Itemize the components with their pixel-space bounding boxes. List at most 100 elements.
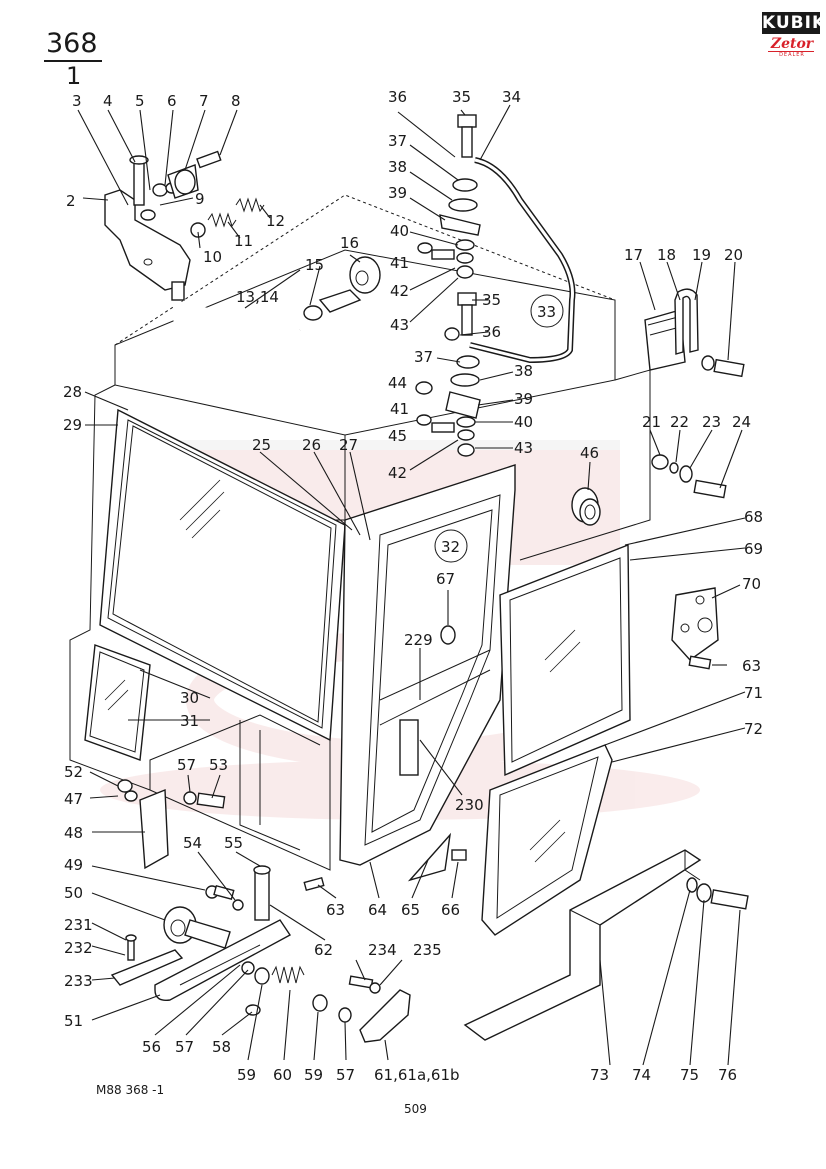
lever-51 (154, 865, 292, 1001)
label-66: 66 (441, 901, 460, 919)
label-30: 30 (180, 689, 199, 707)
page-number-divider (44, 60, 102, 62)
label-230: 230 (455, 796, 484, 814)
label-28: 28 (63, 383, 82, 401)
outer-handle-61 (348, 975, 411, 1043)
label-69: 69 (744, 540, 763, 558)
label-22: 22 (670, 413, 689, 431)
label-74: 74 (632, 1066, 651, 1084)
label-43-lower: 43 (514, 439, 533, 457)
latch-spring-60 (241, 961, 352, 1023)
label-38-upper: 38 (388, 158, 407, 176)
logo-main-text: KUBIK (762, 12, 826, 34)
label-25: 25 (252, 436, 271, 454)
latch-parts-47-53 (117, 779, 226, 870)
label-52: 52 (64, 763, 83, 781)
bushing-67 (440, 625, 456, 645)
label-36-upper: 36 (388, 88, 407, 106)
page-sub-number: 1 (66, 62, 82, 90)
label-7: 7 (199, 92, 209, 110)
hinge-bracket (104, 189, 191, 301)
label-5: 5 (135, 92, 145, 110)
upper-handrail (469, 157, 576, 364)
callout-leader-lines (77, 104, 746, 1066)
label-63-lower: 63 (326, 901, 345, 919)
label-47: 47 (64, 790, 83, 808)
label-34: 34 (502, 88, 521, 106)
label-4: 4 (103, 92, 113, 110)
label-41-lower: 41 (390, 400, 409, 418)
label-31: 31 (180, 712, 199, 730)
label-17: 17 (624, 246, 643, 264)
label-75: 75 (680, 1066, 699, 1084)
label-60: 60 (273, 1066, 292, 1084)
label-232: 232 (64, 939, 93, 957)
padlock-assembly (644, 288, 745, 378)
label-57-upper: 57 (177, 756, 196, 774)
label-20: 20 (724, 246, 743, 264)
label-11: 11 (234, 232, 253, 250)
label-35-upper: 35 (452, 88, 471, 106)
label-21: 21 (642, 413, 661, 431)
sheet-number: 509 (404, 1102, 427, 1116)
hinge-pin-parts (129, 150, 265, 238)
label-35-lower: 35 (482, 291, 501, 309)
label-67: 67 (436, 570, 455, 588)
label-54: 54 (183, 834, 202, 852)
label-50: 50 (64, 884, 83, 902)
label-63-right: 63 (742, 657, 761, 675)
label-42-lower: 42 (388, 464, 407, 482)
label-55: 55 (224, 834, 243, 852)
label-3: 3 (72, 92, 82, 110)
label-18: 18 (657, 246, 676, 264)
logo-sub-text: Zetor (770, 36, 814, 52)
label-36-lower: 36 (482, 323, 501, 341)
door-hinge-70 (671, 587, 719, 670)
circled-callouts (434, 294, 564, 563)
bracket-231-233 (110, 934, 184, 986)
label-48: 48 (64, 824, 83, 842)
label-40-upper: 40 (390, 222, 409, 240)
rear-lower-window (84, 644, 151, 761)
label-44: 44 (388, 374, 407, 392)
label-2: 2 (66, 192, 76, 210)
label-10: 10 (203, 248, 222, 266)
label-37-lower: 37 (414, 348, 433, 366)
screws-62-63 (205, 876, 325, 911)
label-6: 6 (167, 92, 177, 110)
label-59-right: 59 (304, 1066, 323, 1084)
label-32: 32 (441, 538, 460, 556)
bolt-set-21-24 (651, 454, 727, 499)
logo-underline (768, 51, 814, 52)
label-45: 45 (388, 427, 407, 445)
label-68: 68 (744, 508, 763, 526)
label-56: 56 (142, 1038, 161, 1056)
label-76: 76 (718, 1066, 737, 1084)
label-71: 71 (744, 684, 763, 702)
label-57-mid: 57 (175, 1038, 194, 1056)
wedge-plate-65 (407, 832, 467, 882)
label-234: 234 (368, 941, 397, 959)
label-29: 29 (63, 416, 82, 434)
door-frame (339, 464, 516, 866)
label-58: 58 (212, 1038, 231, 1056)
label-62: 62 (314, 941, 333, 959)
label-23: 23 (702, 413, 721, 431)
label-229: 229 (404, 631, 433, 649)
label-15: 15 (305, 256, 324, 274)
label-43-upper: 43 (390, 316, 409, 334)
kubik-zetor-logo: KUBIK Zetor DEALER (762, 12, 826, 60)
page-number: 368 (46, 28, 98, 59)
label-38-lower: 38 (514, 362, 533, 380)
label-42-upper: 42 (390, 282, 409, 300)
side-upper-window (499, 543, 631, 777)
lower-fastener-stack (415, 292, 481, 457)
label-59-left: 59 (237, 1066, 256, 1084)
label-24: 24 (732, 413, 751, 431)
label-39-lower: 39 (514, 390, 533, 408)
label-16: 16 (340, 234, 359, 252)
label-13-14: 13,14 (236, 288, 279, 306)
handrail (173, 256, 381, 370)
